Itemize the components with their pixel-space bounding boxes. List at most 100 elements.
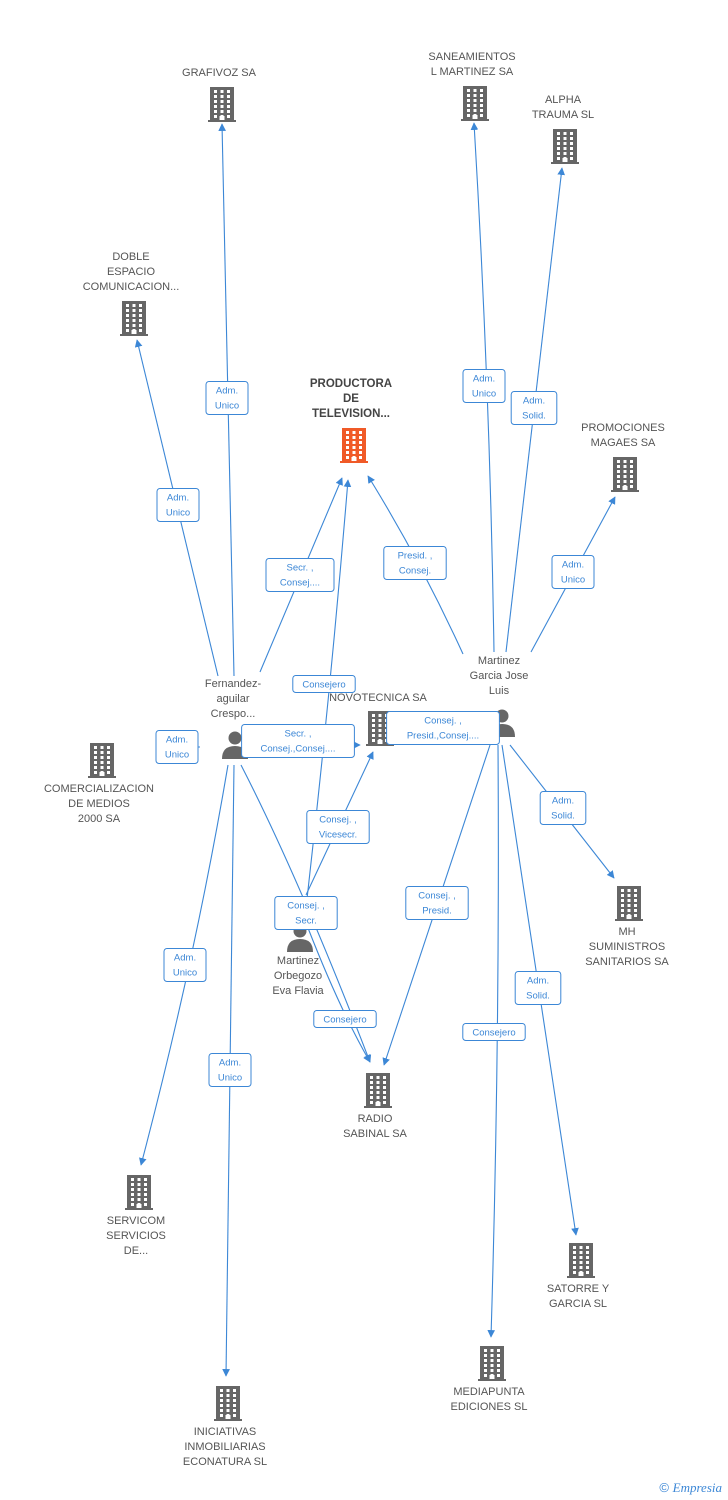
- edge-label-box[interactable]: [383, 546, 447, 580]
- edge-label-text: Consej. ,: [424, 716, 462, 727]
- node-label: DOBLE: [112, 251, 149, 263]
- edge-label-text: Consejero: [472, 1028, 515, 1039]
- edge-label-box[interactable]: [514, 971, 562, 1005]
- building-icon[interactable]: [567, 1243, 595, 1278]
- node-label: COMERCIALIZACION: [44, 783, 154, 795]
- edge-label-martinezjose-to-mh[interactable]: Adm.Solid.: [539, 791, 587, 825]
- node-servicom[interactable]: SERVICOMSERVICIOSDE...: [106, 1175, 166, 1257]
- building-icon[interactable]: [461, 86, 489, 121]
- edge-label-martinezeva-to-productora[interactable]: Consejero: [292, 675, 356, 693]
- edge-label-box[interactable]: [274, 896, 338, 930]
- edge-label-text: Adm.: [473, 374, 495, 385]
- edge-label-box[interactable]: [539, 791, 587, 825]
- edge-label-box[interactable]: [462, 369, 506, 403]
- edge-label-martinezeva-to-novotecnica[interactable]: Consej. ,Vicesecr.: [306, 810, 370, 844]
- building-icon[interactable]: [478, 1346, 506, 1381]
- node-label: Garcia Jose: [470, 670, 529, 682]
- edge-label-fernandez-to-doble[interactable]: Adm.Unico: [156, 488, 200, 522]
- edge-label-box[interactable]: [155, 730, 199, 764]
- edge-label-fernandez-to-servicom[interactable]: Adm.Unico: [163, 948, 207, 982]
- node-label: TRAUMA SL: [532, 109, 594, 121]
- building-icon[interactable]: [611, 457, 639, 492]
- node-label: MEDIAPUNTA: [453, 1386, 525, 1398]
- edge-label-martinezjose-to-alpha[interactable]: Adm.Solid.: [510, 391, 558, 425]
- edge-label-text: Adm.: [552, 796, 574, 807]
- edge-label-text: Solid.: [526, 991, 550, 1002]
- edge-label-fernandez-to-comercializacion[interactable]: Adm.Unico: [155, 730, 199, 764]
- node-fernandez[interactable]: Fernandez-aguilarCrespo...: [205, 678, 262, 759]
- edge-label-box[interactable]: [313, 1010, 377, 1028]
- edge-label-fernandez-to-radio[interactable]: Consejero: [313, 1010, 377, 1028]
- edge-label-box[interactable]: [306, 810, 370, 844]
- edge-label-text: Consej. ,: [287, 901, 325, 912]
- edge-label-fernandez-to-grafivoz[interactable]: Adm.Unico: [205, 381, 249, 415]
- node-label: Martinez: [478, 655, 520, 667]
- edge-label-text: Consej.: [399, 566, 431, 577]
- edge-label-text: Presid.,Consej....: [407, 731, 479, 742]
- edge-label-box[interactable]: [405, 886, 469, 920]
- edge-label-box[interactable]: [205, 381, 249, 415]
- edge-label-box[interactable]: [292, 675, 356, 693]
- edge-label-box[interactable]: [551, 555, 595, 589]
- edge-label-text: Adm.: [527, 976, 549, 987]
- edge-label-text: Adm.: [219, 1058, 241, 1069]
- edge-label-martinezjose-to-saneamientos[interactable]: Adm.Unico: [462, 369, 506, 403]
- building-icon[interactable]: [214, 1386, 242, 1421]
- node-label: Luis: [489, 685, 510, 697]
- edge-label-fernandez-to-iniciativas[interactable]: Adm.Unico: [208, 1053, 252, 1087]
- building-icon[interactable]: [364, 1073, 392, 1108]
- edge-label-martinezjose-to-promociones[interactable]: Adm.Unico: [551, 555, 595, 589]
- edge-label-box[interactable]: [510, 391, 558, 425]
- node-grafivoz[interactable]: GRAFIVOZ SA: [182, 67, 257, 122]
- edge-label-martinezjose-to-productora[interactable]: Presid. , Consej.: [383, 546, 447, 580]
- edge-label-fernandez-to-novotecnica[interactable]: Secr. ,Consej.,Consej....: [241, 724, 355, 758]
- building-icon[interactable]: [88, 743, 116, 778]
- node-label: RADIO: [358, 1113, 393, 1125]
- building-icon[interactable]: [125, 1175, 153, 1210]
- edge-label-martinezjose-to-satorre[interactable]: Adm. Solid.: [514, 971, 562, 1005]
- edge-label-martinezjose-to-novotecnica[interactable]: Consej. , Presid.,Consej....: [386, 711, 500, 745]
- edge-label-box[interactable]: [156, 488, 200, 522]
- edge-label-martinezjose-to-radio[interactable]: Consej. ,Presid.: [405, 886, 469, 920]
- edge-label-text: Vicesecr.: [319, 830, 357, 841]
- building-icon[interactable]: [120, 301, 148, 336]
- edge-label-box[interactable]: [265, 558, 335, 592]
- edges-layer: [134, 122, 616, 1377]
- brand-name[interactable]: Empresia: [672, 1480, 722, 1495]
- node-label: PROMOCIONES: [581, 422, 665, 434]
- edge-label-text: Consej....: [280, 578, 320, 589]
- edge-label-box[interactable]: [386, 711, 500, 745]
- edge-label-text: Adm.: [216, 386, 238, 397]
- edge-label-text: Adm.: [523, 396, 545, 407]
- edge-martinezeva-to-productora: [303, 479, 352, 926]
- building-icon[interactable]: [615, 886, 643, 921]
- edge-label-martinezjose-to-mediapunta[interactable]: Consejero: [462, 1023, 526, 1041]
- edge-label-text: Presid. ,: [398, 551, 433, 562]
- building-icon[interactable]: [208, 87, 236, 122]
- node-label: Orbegozo: [274, 970, 322, 982]
- edge-label-box[interactable]: [462, 1023, 526, 1041]
- building-icon[interactable]: [340, 428, 368, 463]
- edge-label-box[interactable]: [208, 1053, 252, 1087]
- edge-label-box[interactable]: [241, 724, 355, 758]
- node-label: 2000 SA: [78, 813, 121, 825]
- edge-label-box[interactable]: [163, 948, 207, 982]
- edge-label-martinezeva-to-radio[interactable]: Consej. ,Secr.: [274, 896, 338, 930]
- node-productora[interactable]: PRODUCTORADETELEVISION...: [310, 378, 392, 463]
- node-doble[interactable]: DOBLEESPACIOCOMUNICACION...: [83, 251, 180, 336]
- building-icon[interactable]: [551, 129, 579, 164]
- node-label: INICIATIVAS: [194, 1426, 257, 1438]
- edge-label-fernandez-to-productora[interactable]: Secr. ,Consej....: [265, 558, 335, 592]
